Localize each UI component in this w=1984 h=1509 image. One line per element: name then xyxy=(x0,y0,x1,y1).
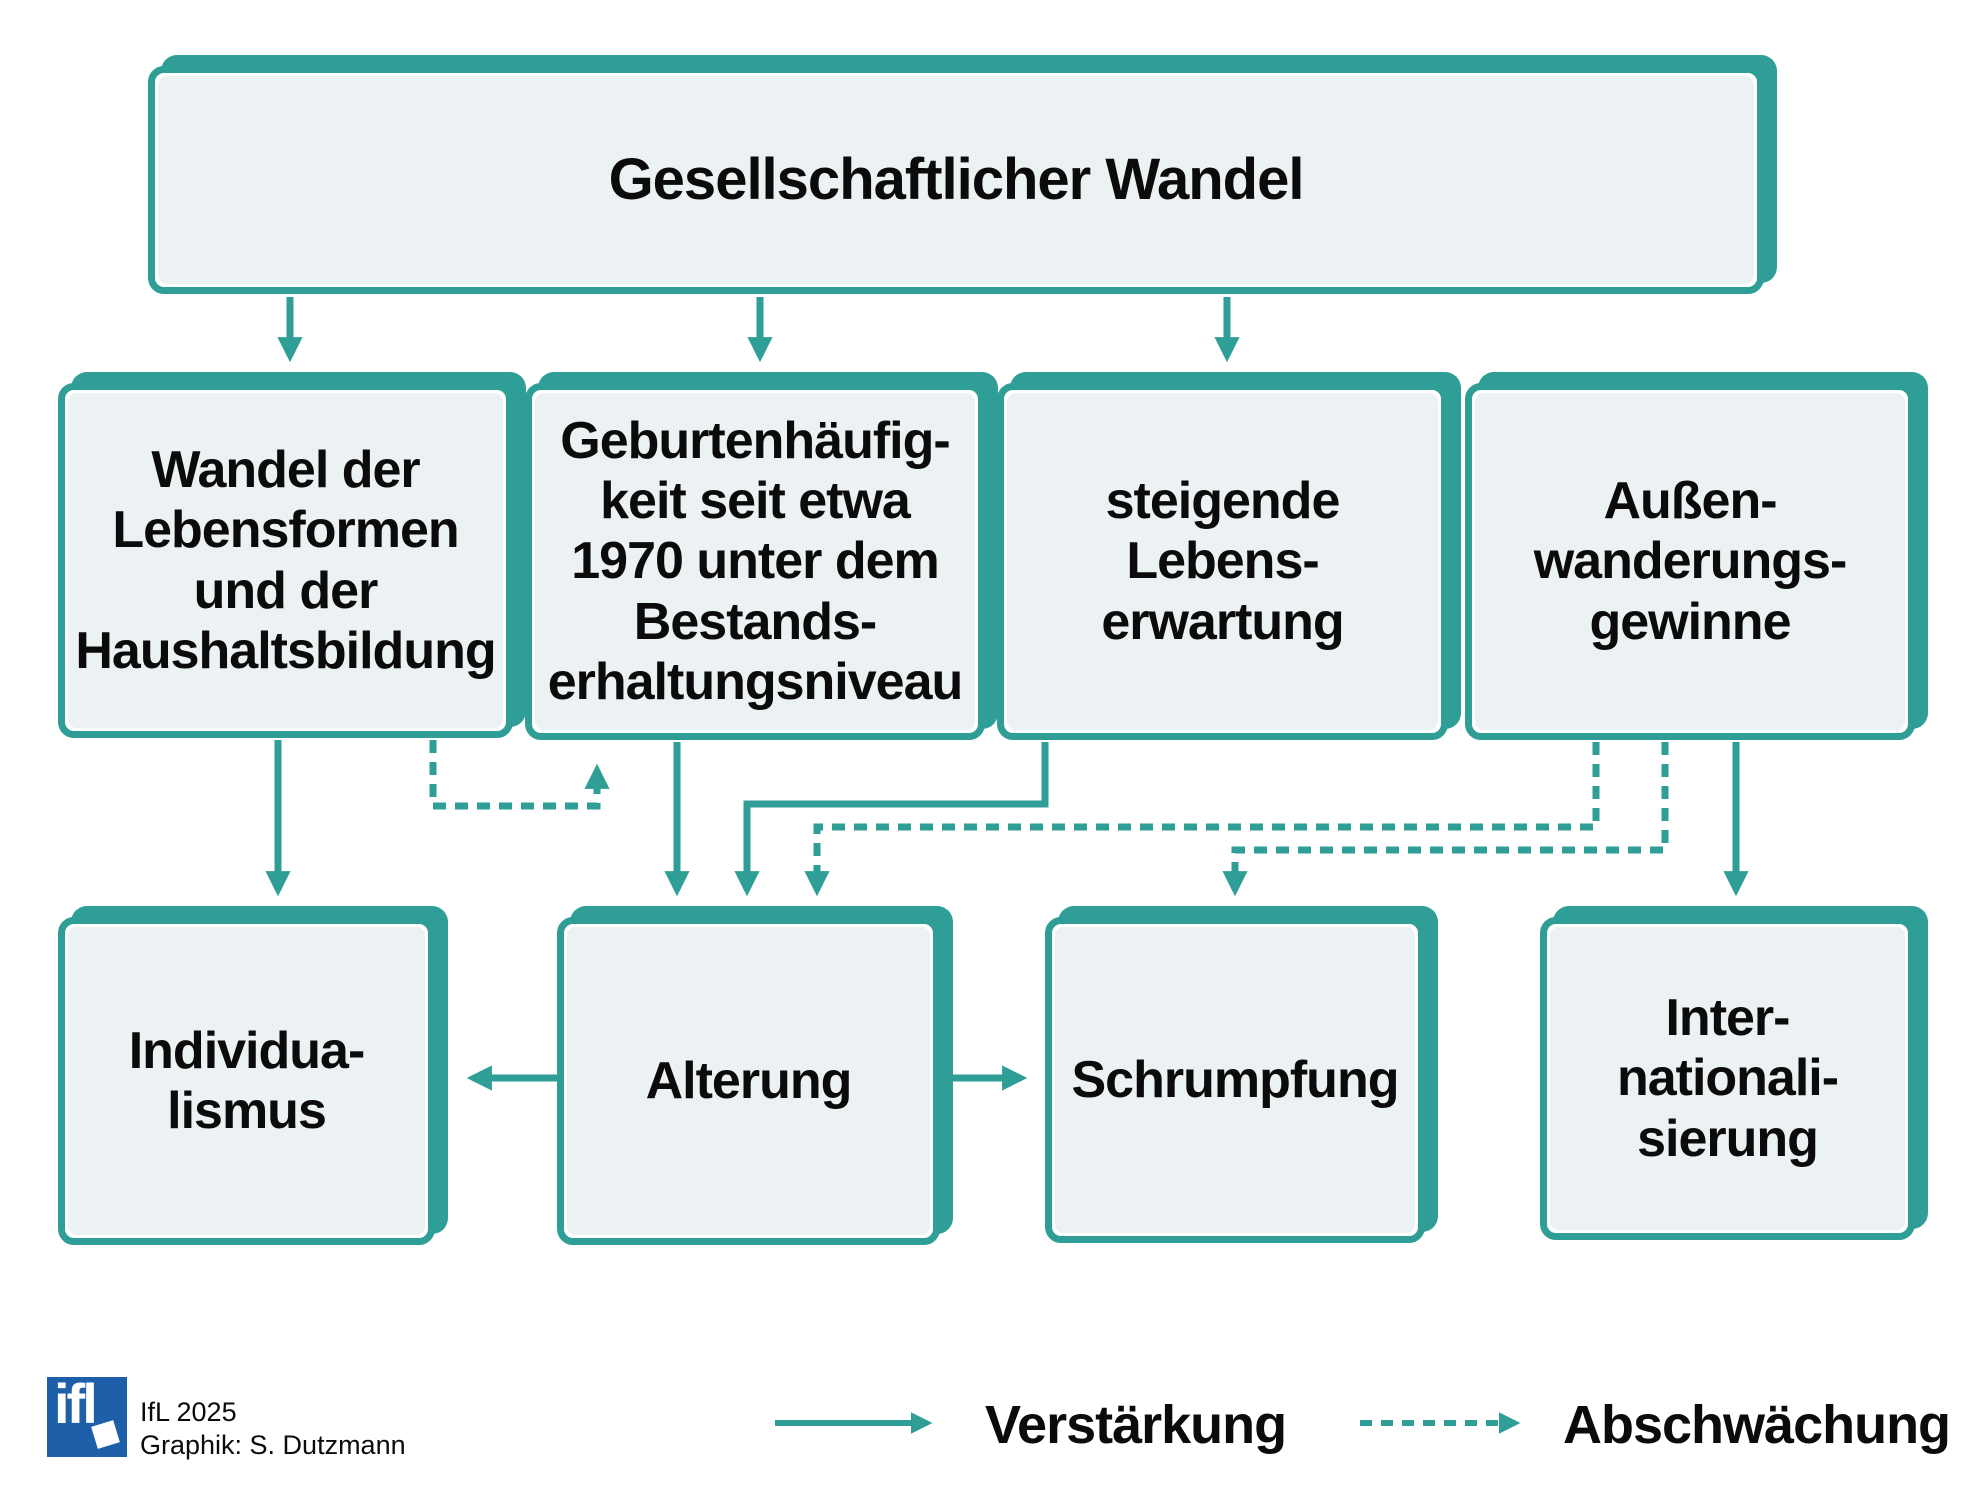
node-geburtenhaeufigkeit: Geburtenhäufig- keit seit etwa 1970 unte… xyxy=(525,383,985,740)
node-internationalisierung-label: Inter- nationali- sierung xyxy=(1616,989,1839,1168)
node-individualismus-label: Individua- lismus xyxy=(128,1021,366,1140)
credit-block: IfL 2025 Graphik: S. Dutzmann xyxy=(140,1396,406,1462)
edge-lebenserwartung-to-alterung xyxy=(734,742,1049,897)
node-schrumpfung-body: Schrumpfung xyxy=(1055,927,1415,1233)
node-alterung-body: Alterung xyxy=(567,927,930,1235)
node-internationalisierung: Inter- nationali- sierung xyxy=(1540,917,1915,1240)
edge-aussen-to-schrumpfung-dashed xyxy=(1222,742,1669,897)
node-alterung-label: Alterung xyxy=(645,1051,853,1110)
node-wandel-lebensformen: Wandel der Lebensformen und der Haushalt… xyxy=(58,383,513,738)
node-lebenserwartung-body: steigende Lebens- erwartung xyxy=(1007,393,1438,730)
node-individualismus: Individua- lismus xyxy=(58,917,435,1245)
node-aussenwanderung-label: Außen- wanderungs- gewinne xyxy=(1533,472,1848,651)
node-internationalisierung-body: Inter- nationali- sierung xyxy=(1550,927,1905,1230)
node-gesellschaftlicher-wandel-label: Gesellschaftlicher Wandel xyxy=(608,147,1305,213)
ifl-logo: ifl xyxy=(47,1372,127,1457)
edge-aussen-to-alterung-dashed xyxy=(804,742,1600,897)
credit-line-2: Graphik: S. Dutzmann xyxy=(140,1429,406,1460)
legend-dashed-label: Abschwächung xyxy=(1563,1395,1951,1455)
node-alterung: Alterung xyxy=(557,917,940,1245)
node-wandel-lebensformen-label: Wandel der Lebensformen und der Haushalt… xyxy=(75,440,496,680)
edge-wandel-to-geburten-dashed xyxy=(429,740,610,810)
node-wandel-lebensformen-body: Wandel der Lebensformen und der Haushalt… xyxy=(68,393,503,728)
node-geburtenhaeufigkeit-label: Geburtenhäufig- keit seit etwa 1970 unte… xyxy=(547,411,964,711)
node-gesellschaftlicher-wandel-body: Gesellschaftlicher Wandel xyxy=(158,76,1754,284)
node-aussenwanderung-body: Außen- wanderungs- gewinne xyxy=(1475,393,1905,730)
credit-line-1: IfL 2025 xyxy=(140,1397,237,1427)
node-lebenserwartung: steigende Lebens- erwartung xyxy=(997,383,1448,740)
node-lebenserwartung-label: steigende Lebens- erwartung xyxy=(1101,472,1344,651)
node-gesellschaftlicher-wandel: Gesellschaftlicher Wandel xyxy=(148,66,1764,294)
node-schrumpfung: Schrumpfung xyxy=(1045,917,1425,1243)
legend-solid-label: Verstärkung xyxy=(985,1395,1287,1455)
node-aussenwanderung: Außen- wanderungs- gewinne xyxy=(1465,383,1915,740)
node-individualismus-body: Individua- lismus xyxy=(68,927,425,1235)
node-geburtenhaeufigkeit-body: Geburtenhäufig- keit seit etwa 1970 unte… xyxy=(535,393,975,730)
ifl-logo-text: ifl xyxy=(54,1372,98,1435)
node-schrumpfung-label: Schrumpfung xyxy=(1071,1050,1400,1109)
